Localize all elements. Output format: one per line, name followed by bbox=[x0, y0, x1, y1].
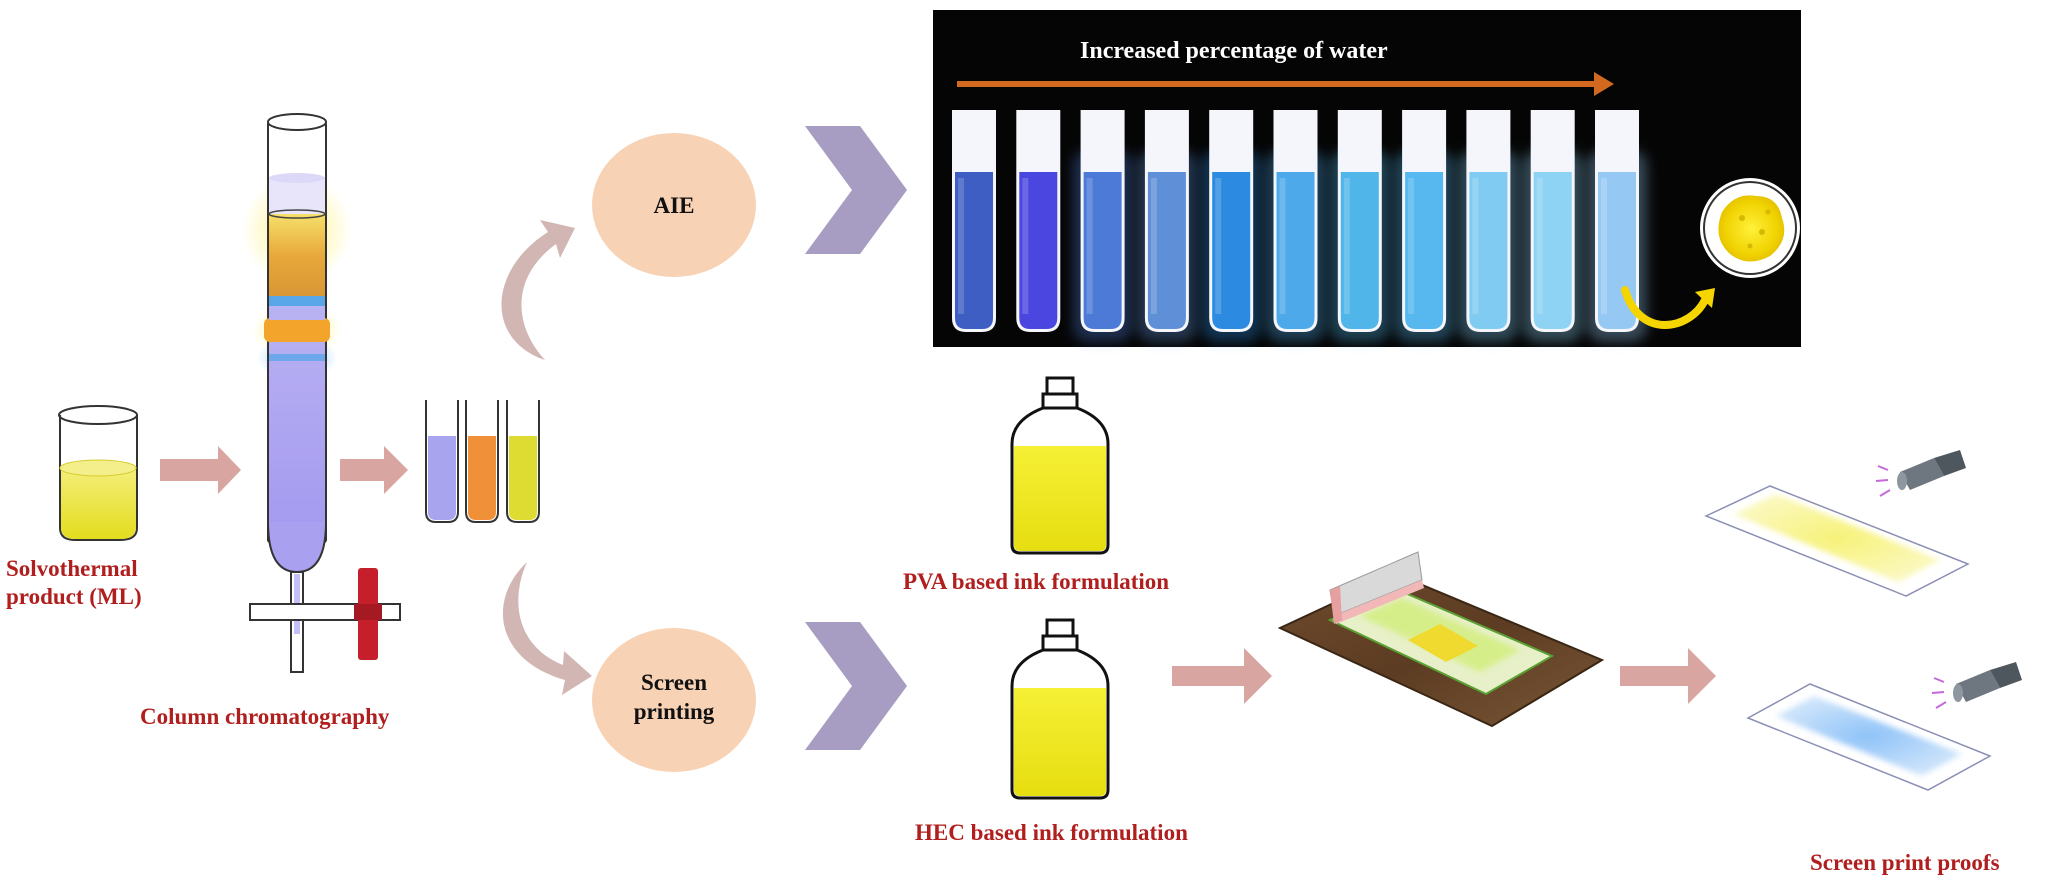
flow-arrow-4 bbox=[1620, 648, 1716, 704]
aie-vial bbox=[1458, 110, 1519, 342]
water-arrow-label: Increased percentage of water bbox=[1080, 38, 1388, 64]
aie-vial bbox=[1394, 110, 1455, 342]
flow-arrow-1 bbox=[160, 446, 241, 494]
yellow-proof-card bbox=[1704, 485, 1970, 597]
hec-ink-label: HEC based ink formulation bbox=[915, 820, 1188, 845]
fraction-tube bbox=[465, 400, 499, 523]
beaker-icon bbox=[58, 405, 138, 541]
aie-bubble bbox=[592, 133, 756, 277]
chevron-screen bbox=[805, 622, 907, 750]
fraction-tubes bbox=[425, 400, 540, 523]
screen-printing-frame-icon bbox=[1277, 551, 1605, 728]
screen-printing-label-line2: printing bbox=[634, 699, 715, 724]
aie-vial bbox=[1265, 110, 1326, 342]
pva-ink-label: PVA based ink formulation bbox=[903, 569, 1169, 594]
aie-vial bbox=[1329, 110, 1390, 342]
fraction-tube bbox=[425, 400, 459, 523]
aie-vial bbox=[1072, 110, 1133, 342]
curved-arrow-up bbox=[501, 220, 575, 360]
yellow-curved-arrow bbox=[1621, 286, 1709, 329]
screen-printing-bubble bbox=[592, 628, 756, 772]
screen-print-proofs-label: Screen print proofs bbox=[1810, 850, 2000, 875]
flow-arrow-3 bbox=[1172, 648, 1272, 704]
pva-ink-bottle-icon bbox=[1010, 376, 1110, 555]
aie-vial bbox=[952, 110, 996, 332]
aie-vial bbox=[1136, 110, 1197, 342]
aie-vial bbox=[1522, 110, 1583, 342]
aie-vial bbox=[1587, 110, 1647, 342]
aggregate-circle-icon bbox=[1700, 178, 1800, 278]
fraction-tube bbox=[506, 400, 540, 523]
aie-vial bbox=[1016, 110, 1061, 332]
water-percentage-arrow bbox=[957, 72, 1614, 96]
uv-flashlight-icon-top bbox=[1875, 450, 1966, 497]
column-chromatography-label: Column chromatography bbox=[140, 704, 390, 729]
solvothermal-label-line2: product (ML) bbox=[6, 584, 142, 609]
solvothermal-label-line1: Solvothermal bbox=[6, 556, 138, 581]
curved-arrow-down bbox=[502, 562, 592, 695]
aie-vials bbox=[952, 110, 1647, 342]
aie-label: AIE bbox=[654, 193, 695, 218]
chevron-aie bbox=[805, 126, 907, 254]
blue-proof-card bbox=[1746, 683, 1992, 791]
flow-arrow-2 bbox=[340, 446, 408, 494]
chromatography-column-icon bbox=[242, 113, 401, 673]
uv-flashlight-icon-bottom bbox=[1931, 662, 2022, 709]
hec-ink-bottle-icon bbox=[1010, 618, 1110, 800]
aie-vial bbox=[1201, 110, 1262, 342]
yellow-arrowhead bbox=[1695, 288, 1715, 308]
screen-printing-label-line1: Screen bbox=[641, 670, 707, 695]
